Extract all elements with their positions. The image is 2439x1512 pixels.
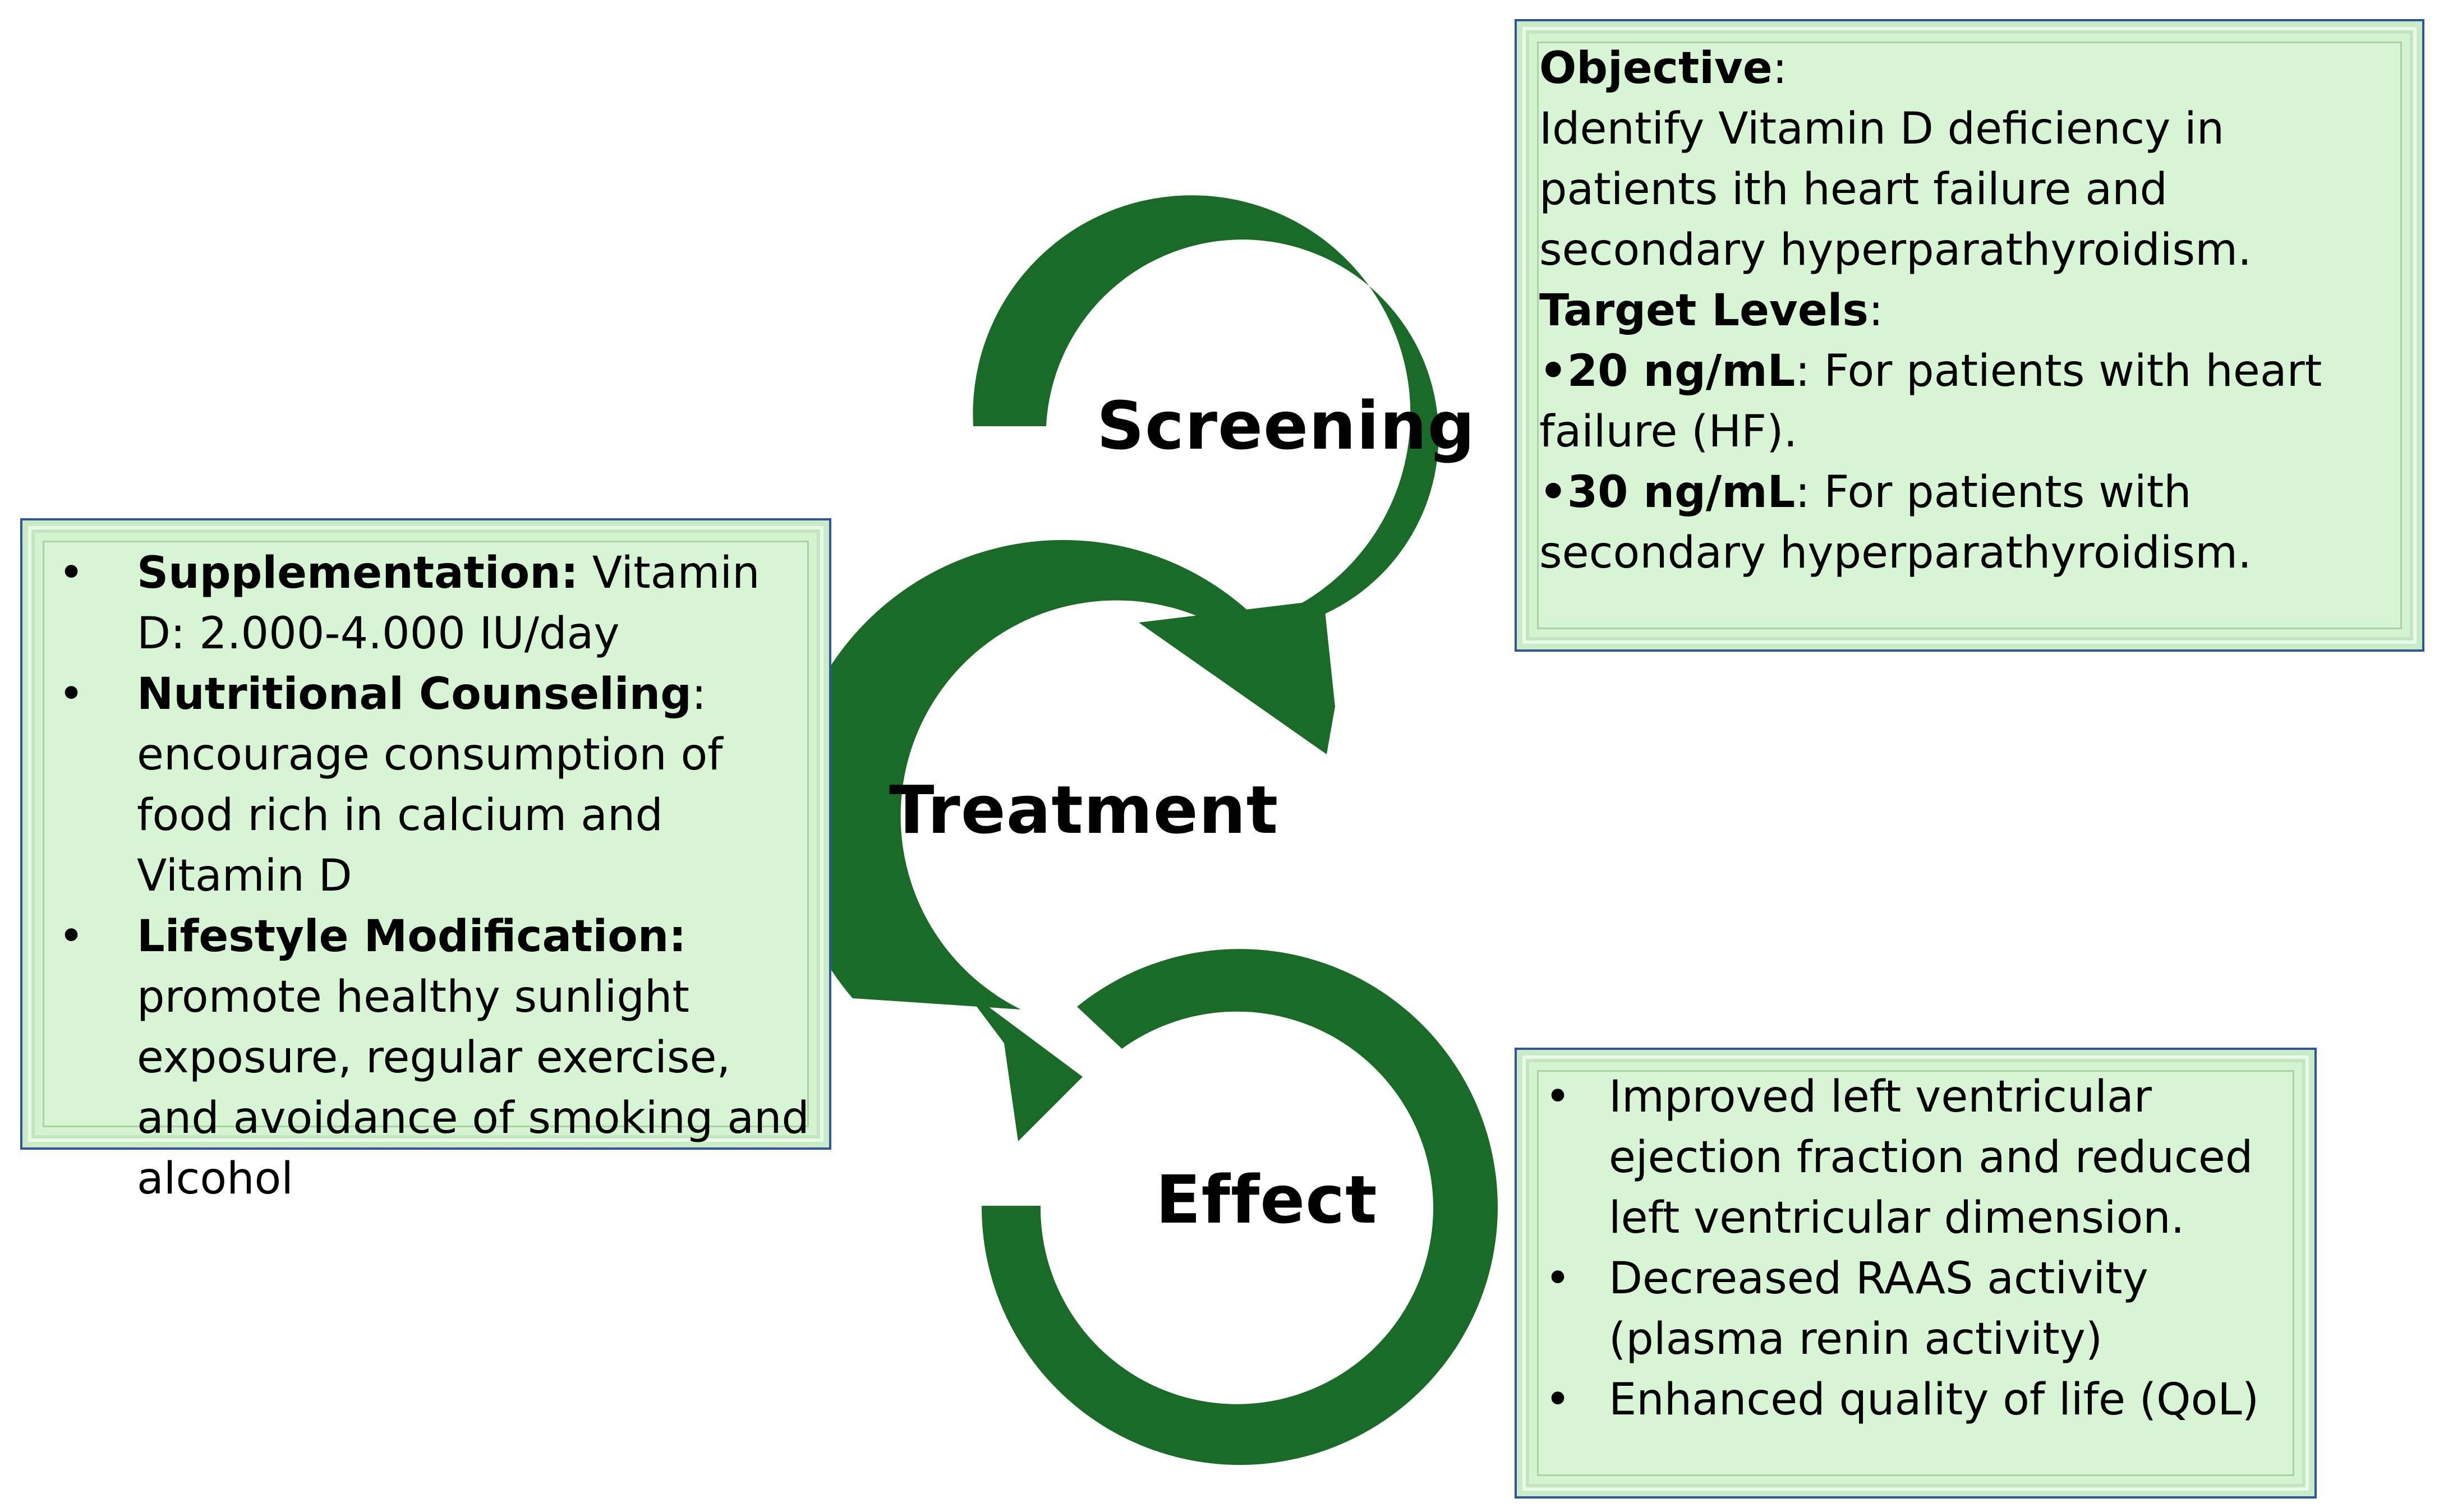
treatment-item-label: Lifestyle Modification:: [137, 911, 687, 962]
treatment-arrow: [785, 540, 1273, 1009]
target-level-shpt: •30 ng/mL: For patients with secondary h…: [1539, 462, 2400, 583]
stage-label-treatment: Treatment: [889, 771, 1279, 849]
target-levels-para: Target Levels:: [1539, 285, 1884, 336]
effect-item-text: Enhanced quality of life (QoL): [1609, 1375, 2259, 1425]
target-level-shpt-value: •30 ng/mL: [1539, 467, 1796, 518]
target-level-shpt-text: : For patients with secondary hyperparat…: [1539, 467, 2252, 578]
bullet: •: [58, 548, 85, 598]
effect-info-box: • Improved left ventricular ejection fra…: [1515, 1048, 2317, 1499]
bullet: •: [1545, 1072, 1571, 1122]
treatment-info-box: • Supplementation: Vitamin D: 2.000-4.00…: [20, 518, 831, 1204]
effect-item-text: Improved left ventricular ejection fract…: [1609, 1072, 2253, 1243]
effect-list: • Improved left ventricular ejection fra…: [1539, 1067, 2298, 1430]
treatment-item-supplementation: • Supplementation: Vitamin D: 2.000-4.00…: [45, 543, 812, 664]
objective-text: Identify Vitamin D deficiency in patient…: [1539, 104, 2252, 275]
treatment-item-text: : encourage consumption of food rich in …: [137, 669, 723, 901]
effect-item-qol: • Enhanced quality of life (QoL): [1539, 1370, 2298, 1430]
treatment-item-label: Nutritional Counseling: [137, 669, 692, 720]
treatment-arrowhead: [962, 987, 1083, 1141]
screening-info-box: Objective: Identify Vitamin D deficiency…: [1515, 19, 2424, 652]
treatment-item-lifestyle: • Lifestyle Modification: promote health…: [45, 906, 812, 1209]
target-level-hf-value: •20 ng/mL: [1539, 346, 1796, 397]
treatment-item-nutrition: • Nutritional Counseling: encourage cons…: [45, 664, 812, 906]
stage-label-effect: Effect: [1156, 1161, 1378, 1238]
objective-para: Objective: Identify Vitamin D deficiency…: [1539, 43, 2252, 275]
effect-item-raas: • Decreased RAAS activity (plasma renin …: [1539, 1248, 2298, 1370]
objective-label: Objective: [1539, 43, 1773, 94]
effect-item-lvef: • Improved left ventricular ejection fra…: [1539, 1067, 2298, 1248]
treatment-list: • Supplementation: Vitamin D: 2.000-4.00…: [45, 543, 812, 1209]
bullet: •: [1545, 1375, 1571, 1425]
target-level-hf: •20 ng/mL: For patients with heart failu…: [1539, 341, 2400, 462]
effect-item-text: Decreased RAAS activity (plasma renin ac…: [1609, 1253, 2148, 1365]
screening-arrowhead: [1139, 600, 1335, 754]
treatment-item-text: Vitamin D: 2.000-4.000 IU/day: [137, 548, 760, 659]
treatment-item-text: promote healthy sunlight exposure, regul…: [137, 972, 809, 1204]
target-levels-label: Target Levels: [1539, 285, 1869, 336]
target-level-hf-text: : For patients with heart failure (HF).: [1539, 346, 2322, 457]
bullet: •: [58, 911, 85, 962]
treatment-item-label: Supplementation:: [137, 548, 578, 598]
bullet: •: [58, 669, 85, 720]
bullet: •: [1545, 1253, 1571, 1304]
stage-label-screening: Screening: [1097, 387, 1476, 464]
